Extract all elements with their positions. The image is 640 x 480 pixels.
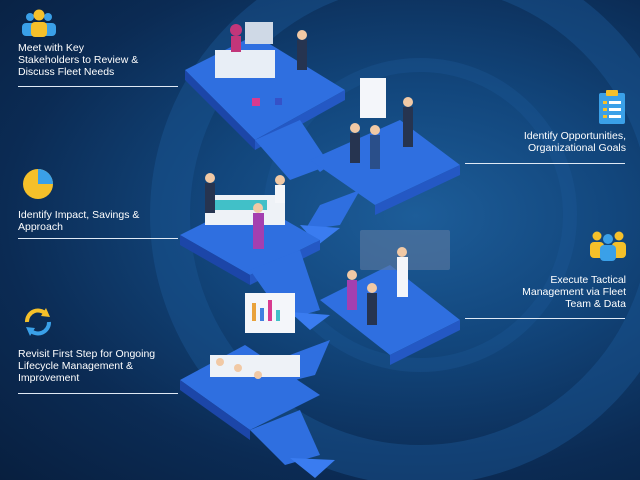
team-icon [22, 9, 56, 37]
arrow-2 [300, 225, 340, 245]
clipboard-icon [599, 90, 625, 124]
background-ring [150, 0, 640, 480]
step-2-rule [465, 163, 625, 164]
step-3-rule [18, 238, 178, 239]
office-scene-1 [215, 22, 307, 106]
path-connector-5 [250, 410, 320, 465]
platform-2 [310, 120, 460, 205]
cycle-arrows-icon [25, 308, 51, 336]
step-2-label: Identify Opportunities,Organizational Go… [523, 130, 626, 154]
step-4-rule [465, 318, 625, 319]
path-connector-1 [255, 120, 330, 180]
step-3-label: Identify Impact, Savings &Approach [18, 209, 140, 233]
data-screen-scene-4 [347, 230, 450, 325]
whiteboard-scene-2 [350, 78, 413, 169]
arrow-5 [290, 458, 335, 478]
pie-chart-icon [23, 169, 53, 199]
meeting-scene-3 [205, 173, 285, 249]
path-connector-2 [305, 190, 360, 230]
step-1-rule [18, 86, 178, 87]
step-5-rule [18, 393, 178, 394]
path-connector-3 [250, 250, 320, 320]
group-icon [590, 231, 626, 261]
arrow-3 [290, 312, 330, 330]
presentation-scene-5 [210, 293, 300, 379]
